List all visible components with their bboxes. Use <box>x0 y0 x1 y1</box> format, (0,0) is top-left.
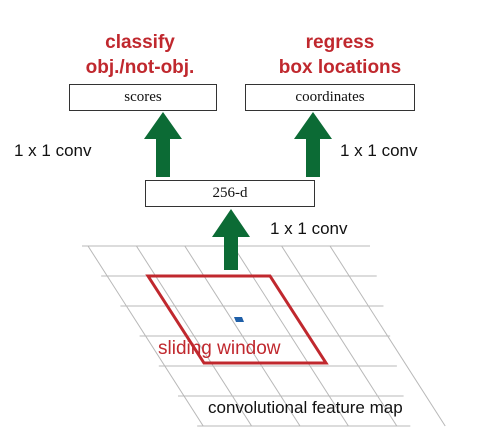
regress-heading: regress box locations <box>250 30 430 80</box>
conv-label-right: 1 x 1 conv <box>340 141 418 160</box>
sliding-window-frame <box>145 274 329 365</box>
feature-map-label: convolutional feature map <box>208 398 403 417</box>
classify-line1: classify <box>105 32 175 53</box>
window-center-icon <box>234 317 244 322</box>
classify-heading: classify obj./not-obj. <box>60 30 220 80</box>
up-arrow-icon <box>144 112 182 177</box>
classify-line2: obj./not-obj. <box>85 57 195 78</box>
conv-label-middle: 1 x 1 conv <box>270 219 348 238</box>
up-arrow-icon <box>212 209 250 270</box>
regress-line2: box locations <box>278 57 402 78</box>
feature-256d-box: 256-d <box>145 180 315 207</box>
up-arrow-icon <box>294 112 332 177</box>
sliding-window-label: sliding window <box>158 338 281 359</box>
conv-label-left: 1 x 1 conv <box>14 141 92 160</box>
regress-line1: regress <box>305 32 375 53</box>
scores-box: scores <box>69 84 217 111</box>
coordinates-box: coordinates <box>245 84 415 111</box>
